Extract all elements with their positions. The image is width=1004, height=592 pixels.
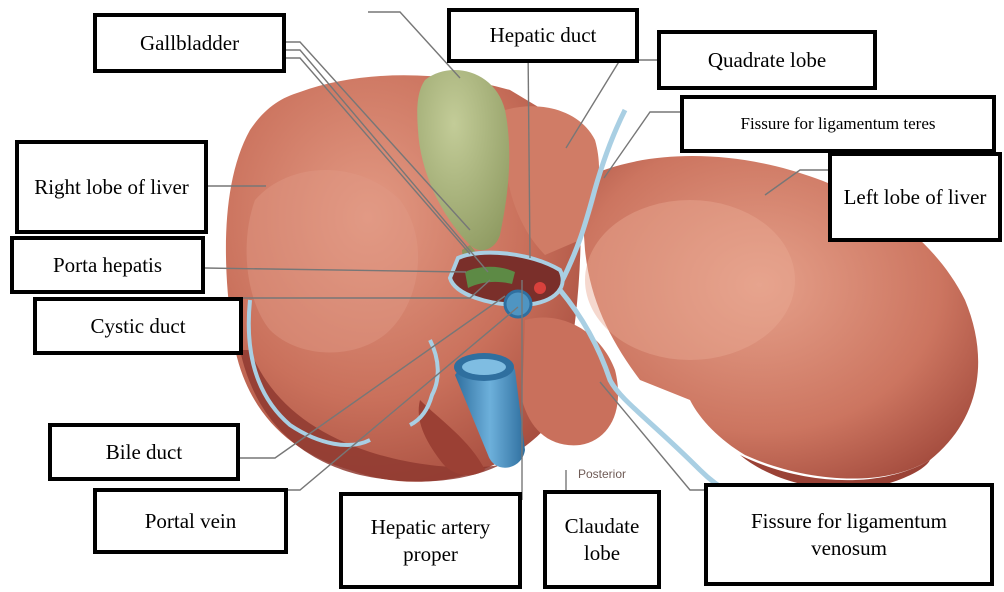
hepatic-artery-cross-section [534,282,546,294]
label-bile-duct: Bile duct [48,423,240,481]
portal-vein-cross-section [505,291,531,317]
label-left-lobe: Left lobe of liver [828,152,1002,242]
left-lobe-highlight [585,200,795,360]
ivc-opening-inner [462,359,506,375]
caudate-lobe-shape [522,317,618,445]
label-portal-vein: Portal vein [93,488,288,554]
label-porta-hepatis: Porta hepatis [10,236,205,294]
label-gallbladder: Gallbladder [93,13,286,73]
label-right-lobe: Right lobe of liver [15,140,208,234]
label-caudate-lobe: Claudate lobe [543,490,661,589]
posterior-caption: Posterior [578,467,626,481]
label-fissure-venosum: Fissure for ligamentum venosum [704,483,994,586]
label-hepatic-duct: Hepatic duct [447,8,639,63]
right-lobe-contour [247,170,419,353]
label-quadrate-lobe: Quadrate lobe [657,30,877,90]
label-hepatic-artery: Hepatic artery proper [339,492,522,589]
label-fissure-teres: Fissure for ligamentum teres [680,95,996,153]
label-cystic-duct: Cystic duct [33,297,243,355]
